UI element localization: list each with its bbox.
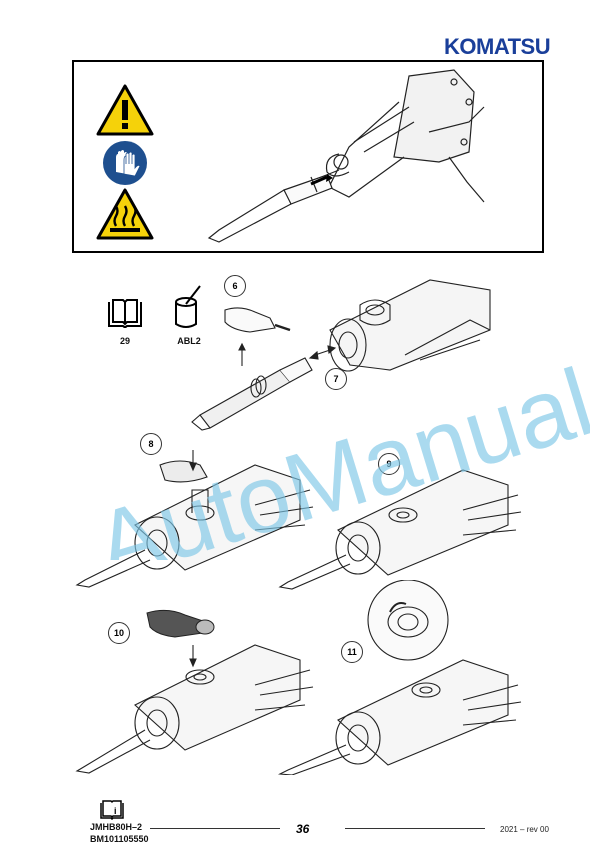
step11-illustration [278, 580, 522, 775]
revision-label: 2021 – rev 00 [500, 825, 549, 834]
tool-lubrication-illustration [191, 279, 491, 431]
step10-illustration [75, 609, 314, 774]
gloves-mandatory-icon [103, 141, 147, 185]
step-number: 6 [224, 275, 246, 297]
step-number: 7 [325, 368, 347, 390]
info-book-icon: i [100, 800, 124, 820]
step-number: 8 [140, 433, 162, 455]
lubricant-label: ABL2 [177, 336, 201, 346]
breaker-assembly-illustration [207, 69, 485, 243]
manual-book-icon [108, 299, 142, 328]
step-number: 10 [108, 622, 130, 644]
hot-surface-icon [96, 188, 154, 240]
svg-text:i: i [114, 806, 117, 816]
document-serial: BM101105550 [90, 834, 149, 844]
step9-illustration [278, 469, 522, 590]
footer-rule-right [345, 828, 485, 829]
grease-pot-icon [175, 285, 201, 328]
step-number: 9 [378, 453, 400, 475]
safety-frame [72, 60, 544, 253]
warning-triangle-icon [96, 84, 154, 136]
brand-text: KOMATSU [444, 34, 550, 59]
komatsu-logo: KOMATSU [444, 34, 551, 59]
manual-ref-label: 29 [119, 336, 130, 346]
step8-illustration [75, 450, 314, 588]
document-code: JMHB80H–2 [90, 822, 143, 832]
step-number: 11 [341, 641, 363, 663]
page-number: 36 [296, 822, 310, 836]
footer-rule-left [150, 828, 280, 829]
